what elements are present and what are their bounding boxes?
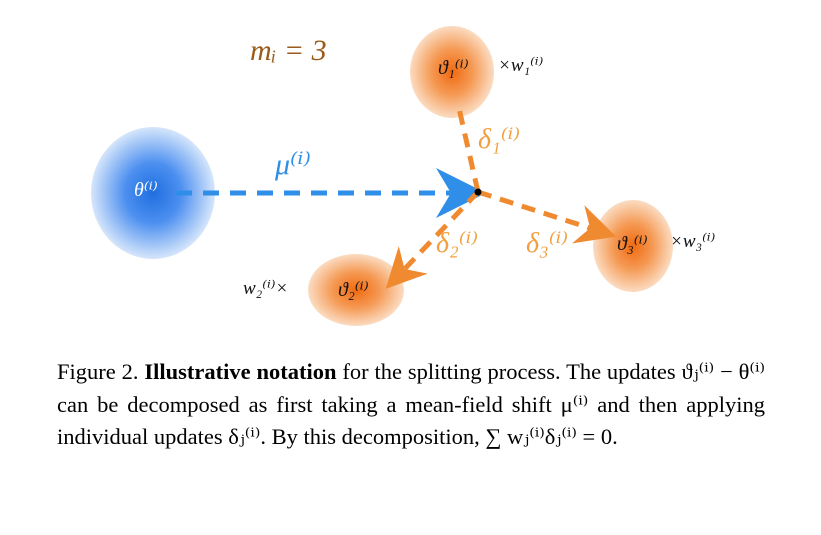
vartheta2-label: ϑ₂⁽ⁱ⁾: [338, 279, 369, 301]
mu-label: μ⁽ⁱ⁾: [275, 148, 311, 181]
caption-text: for the splitting process. The updates ϑ…: [57, 359, 765, 450]
weight2-label: w₂⁽ⁱ⁾×: [243, 278, 289, 299]
figure-caption: Figure 2. Illustrative notation for the …: [57, 356, 765, 454]
caption-prefix: Figure 2.: [57, 359, 139, 384]
delta2-label: δ₂⁽ⁱ⁾: [436, 228, 479, 259]
theta-blob: [91, 127, 215, 259]
mi-label: mᵢ = 3: [250, 34, 327, 67]
theta-label: θ⁽ⁱ⁾: [134, 179, 158, 201]
vartheta1-label: ϑ₁⁽ⁱ⁾: [438, 57, 469, 79]
delta1-arrow: [455, 103, 481, 193]
vartheta3-label: ϑ₃⁽ⁱ⁾: [617, 233, 648, 255]
diagram-canvas: [91, 26, 673, 326]
splitting-diagram: mᵢ = 3 θ⁽ⁱ⁾ μ⁽ⁱ⁾ ϑ₁⁽ⁱ⁾ ϑ₂⁽ⁱ⁾ ϑ₃⁽ⁱ⁾ ×w₁⁽ⁱ…: [91, 26, 716, 326]
mean-point: [474, 188, 482, 196]
delta1-label: δ₁⁽ⁱ⁾: [478, 124, 521, 155]
delta3-label: δ₃⁽ⁱ⁾: [526, 228, 569, 259]
vartheta2-blob: [308, 254, 404, 326]
delta2-arrow: [385, 190, 480, 289]
caption-bold: Illustrative notation: [144, 359, 337, 384]
weight3-label: ×w₃⁽ⁱ⁾: [670, 231, 716, 252]
vartheta1-blob: [410, 26, 494, 118]
delta3-arrow: [477, 189, 617, 244]
weight1-label: ×w₁⁽ⁱ⁾: [498, 55, 544, 76]
